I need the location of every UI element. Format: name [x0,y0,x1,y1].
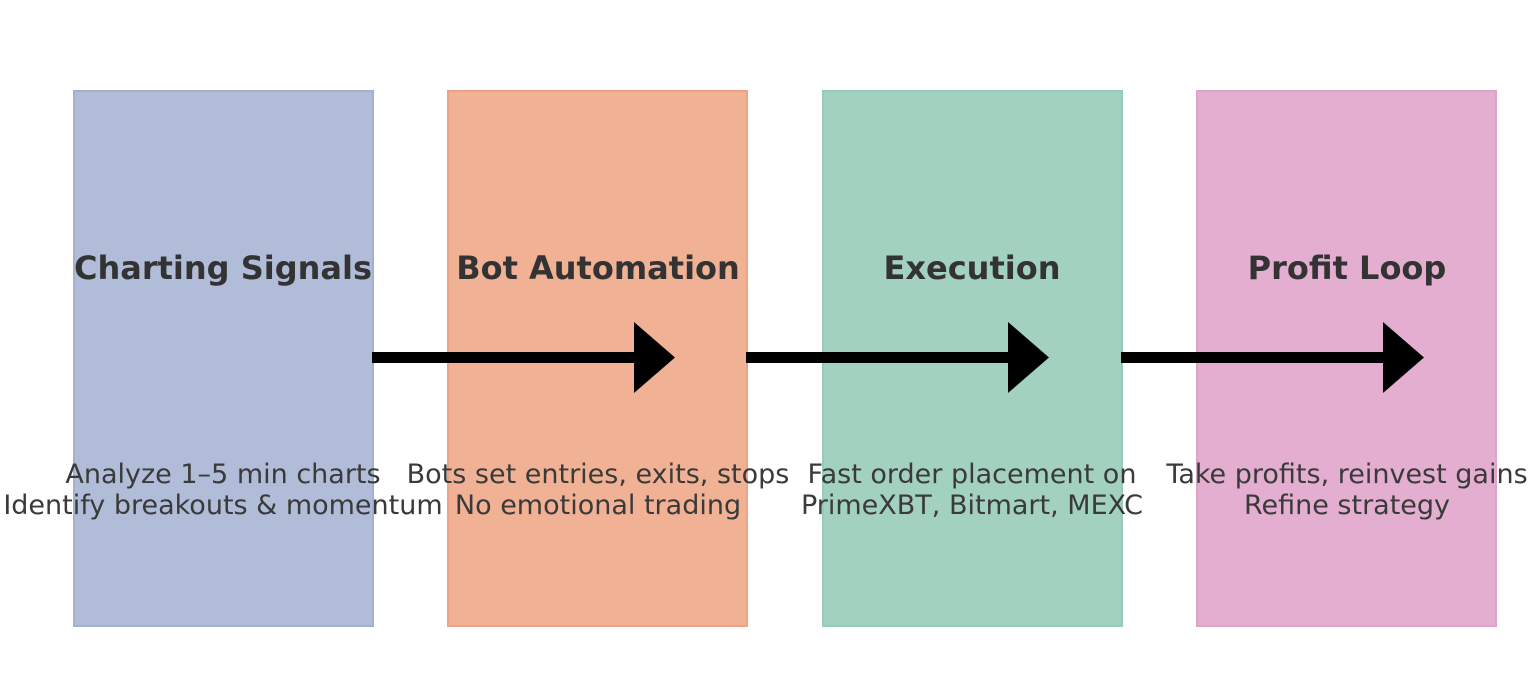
step-description-bot-automation: Bots set entries, exits, stops No emotio… [368,459,828,521]
step-description-line: Analyze 1–5 min charts [65,459,381,490]
step-description-line: Fast order placement on [807,459,1137,490]
step-description-line: No emotional trading [454,490,742,521]
step-box-profit-loop [1196,90,1497,627]
step-description-execution: Fast order placement on PrimeXBT, Bitmar… [742,459,1202,521]
step-box-bot-automation [447,90,748,627]
step-description-line: Refine strategy [1243,490,1451,521]
step-description-line: Bots set entries, exits, stops [406,459,790,490]
step-title-profit-loop: Profit Loop [1247,249,1447,287]
step-title-execution: Execution [883,249,1061,287]
step-description-line: PrimeXBT, Bitmart, MEXC [800,490,1144,521]
step-title-bot-automation: Bot Automation [456,249,740,287]
step-description-line: Identify breakouts & momentum [3,490,443,521]
step-description-charting-signals: Analyze 1–5 min charts Identify breakout… [0,459,453,521]
step-description-line: Take profits, reinvest gains [1166,459,1528,490]
step-box-execution [822,90,1123,627]
step-description-profit-loop: Take profits, reinvest gains Refine stra… [1117,459,1536,521]
step-title-charting-signals: Charting Signals [73,249,373,287]
step-box-charting-signals [73,90,374,627]
